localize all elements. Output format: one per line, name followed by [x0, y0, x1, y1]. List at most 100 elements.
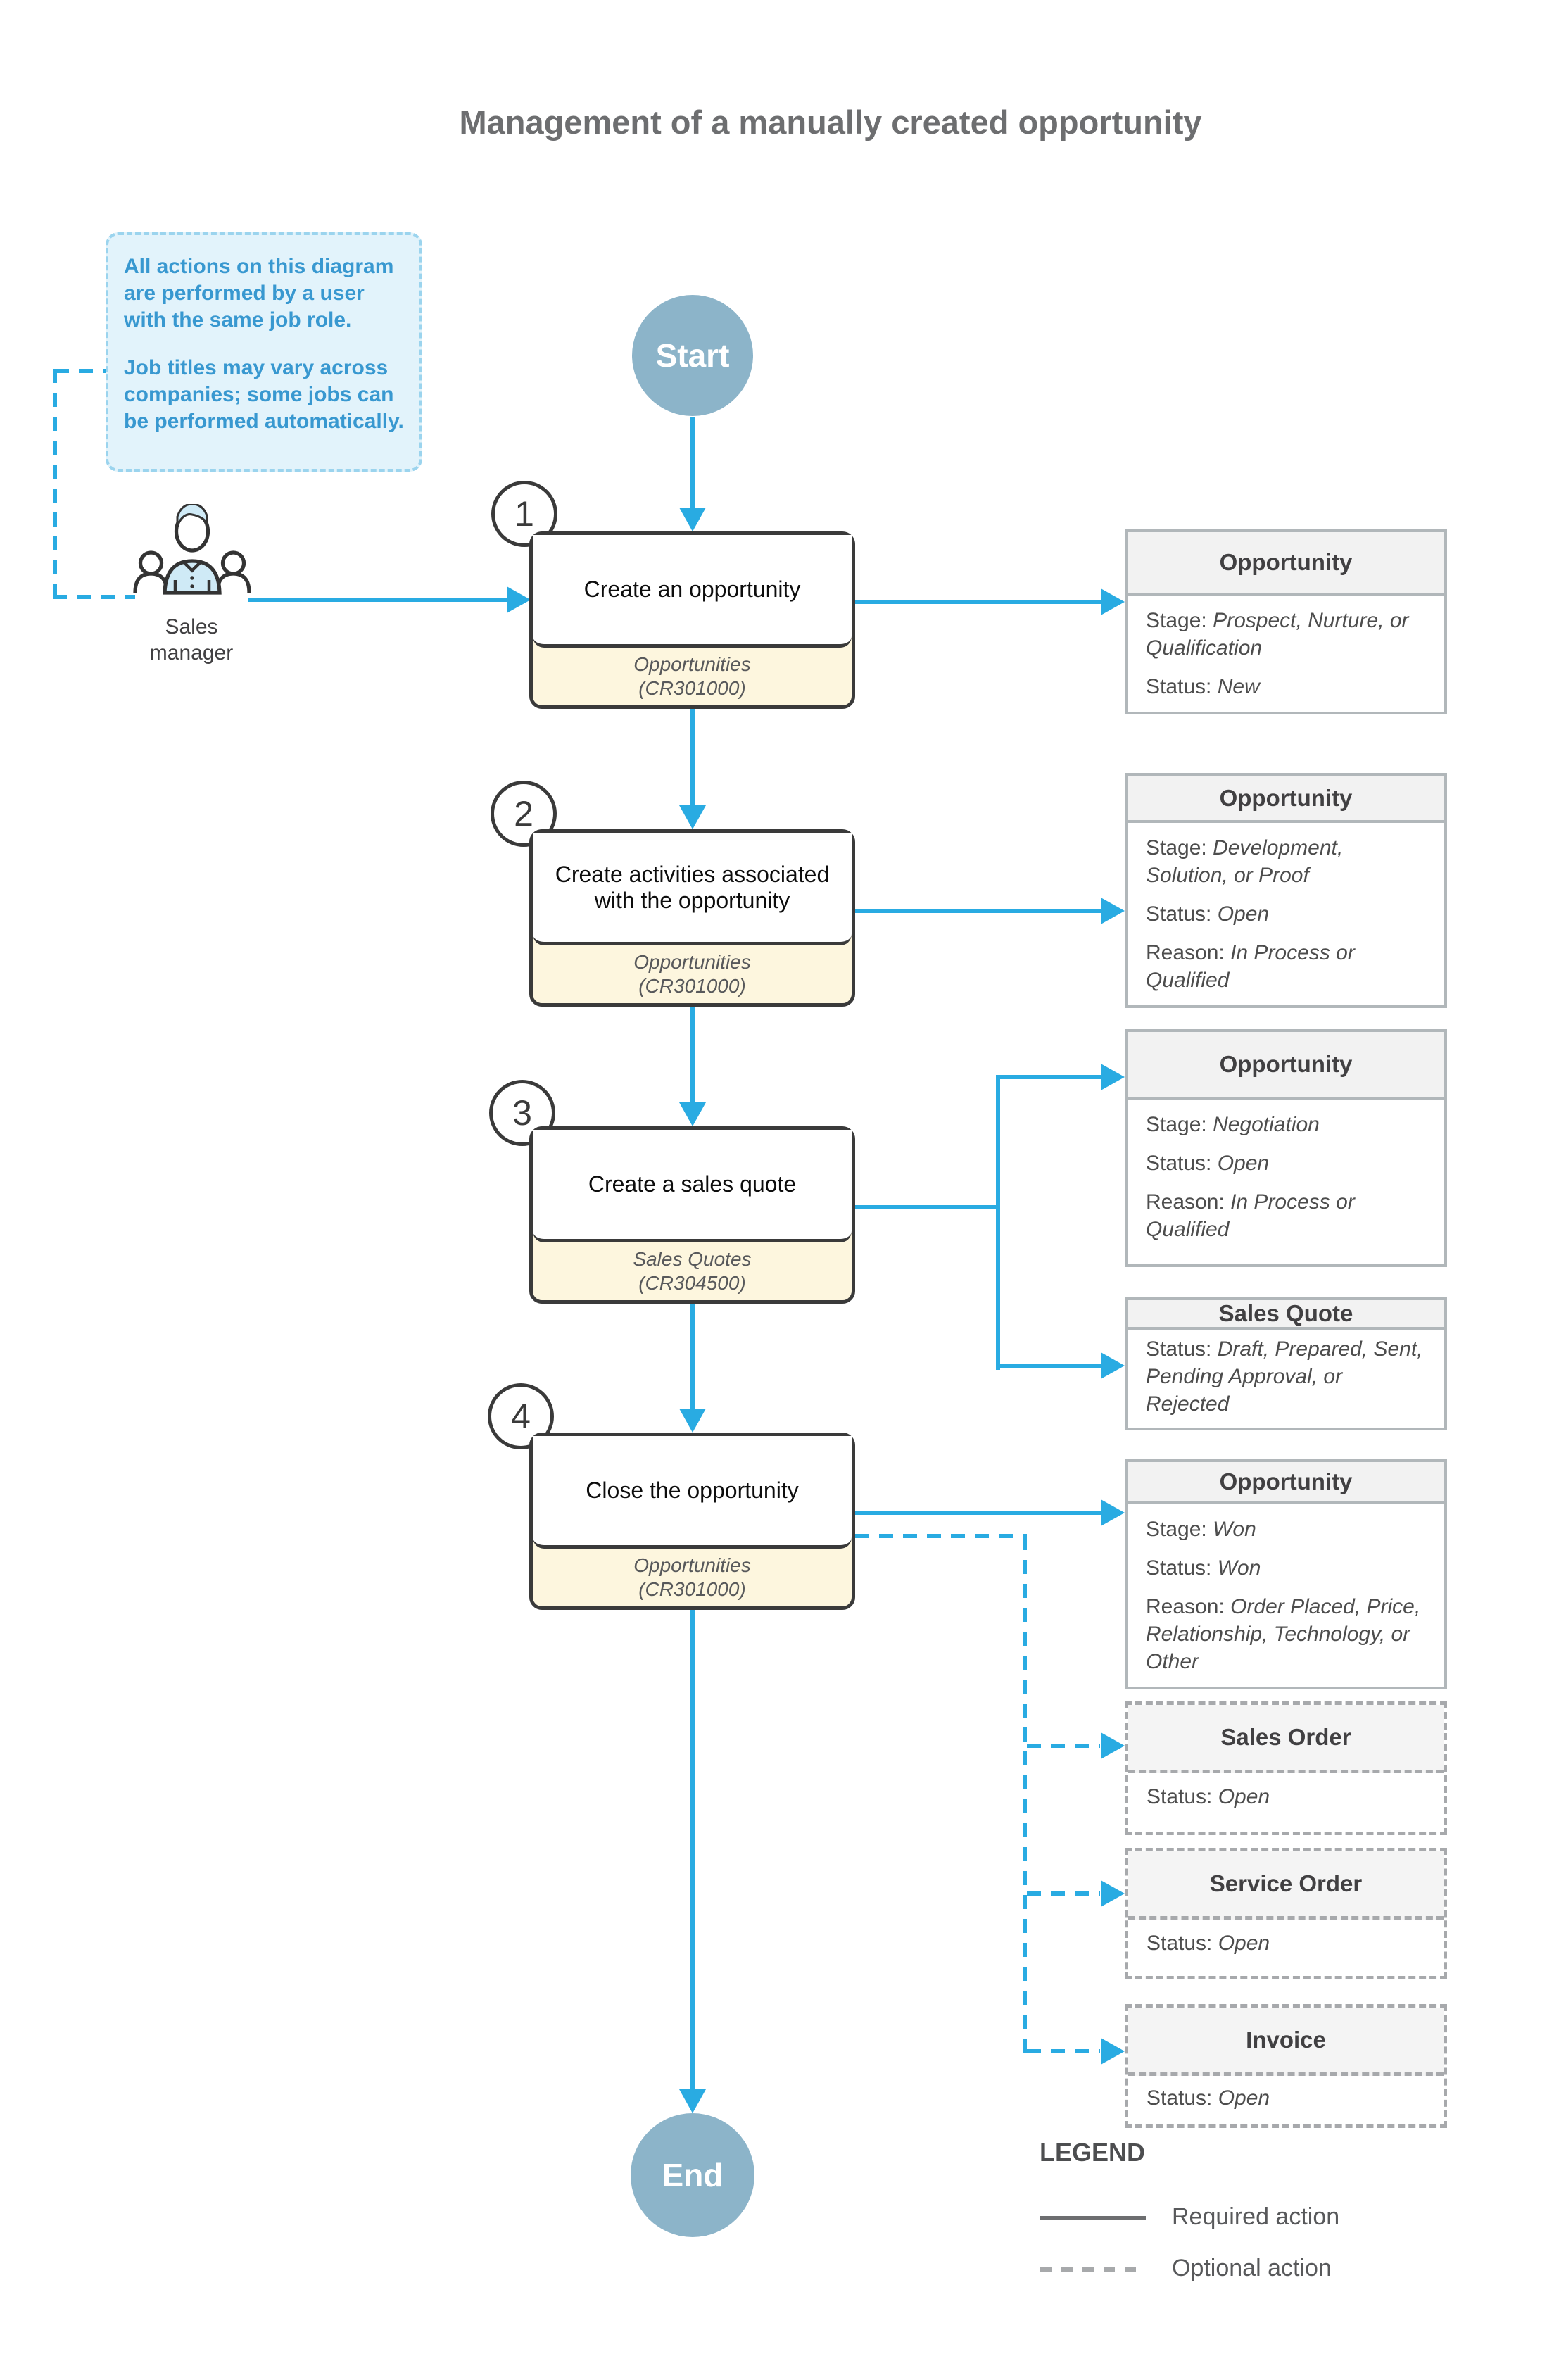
arrow-actor-step1-line: [248, 598, 510, 602]
note-box: All actions on this diagram are performe…: [106, 232, 422, 472]
end-terminal: End: [631, 2113, 754, 2237]
legend-title: LEGEND: [1040, 2138, 1146, 2167]
step-number-4: 4: [488, 1383, 554, 1449]
entity-line: Status: Open: [1146, 1150, 1427, 1177]
arrow-step2-opportunity-head: [1101, 898, 1125, 924]
arrow-step1-opportunity-head: [1101, 588, 1125, 615]
arrow-step4-end-line: [690, 1610, 695, 2091]
legend-optional-label: Optional action: [1172, 2255, 1332, 2281]
start-terminal: Start: [632, 295, 753, 416]
arrow-start-step1-line: [690, 417, 695, 510]
process-create-opportunity-screen: Opportunities (CR301000): [533, 648, 852, 705]
arrow-step4-end-head: [679, 2089, 706, 2113]
note-connector-h1: [55, 369, 106, 373]
arrow-step3-salesquote-line: [998, 1364, 1102, 1368]
arrow-actor-step1-head: [507, 586, 531, 613]
line-label: Stage:: [1146, 1518, 1213, 1541]
screen-name: Opportunities: [633, 951, 751, 973]
line-label: Stage:: [1146, 836, 1213, 860]
entity-sales-quote-title: Sales Quote: [1128, 1300, 1444, 1330]
line-value: Won: [1213, 1518, 1256, 1541]
screen-name: Opportunities: [633, 1554, 751, 1576]
entity-opportunity-step2-title: Opportunity: [1128, 776, 1444, 823]
entity-sales-order-body: Status: Open: [1128, 1773, 1444, 1832]
entity-opportunity-step4-title: Opportunity: [1128, 1462, 1444, 1504]
process-create-opportunity-action: Create an opportunity: [533, 535, 852, 648]
optional-salesorder-head: [1101, 1732, 1125, 1759]
entity-opportunity-step2: Opportunity Stage: Development, Solution…: [1125, 773, 1447, 1008]
process-create-sales-quote-action: Create a sales quote: [533, 1130, 852, 1242]
line-label: Status:: [1146, 902, 1218, 926]
entity-opportunity-step1-title: Opportunity: [1128, 532, 1444, 596]
start-label: Start: [655, 337, 730, 374]
process-create-activities: Create activities associated with the op…: [529, 829, 855, 1007]
line-value: Draft, Prepared, Sent, Pending Approval,…: [1146, 1337, 1423, 1416]
arrow-step3-branch-vertical: [996, 1075, 1000, 1370]
arrow-step3-opportunity-line: [998, 1075, 1102, 1079]
line-value: Won: [1217, 1556, 1261, 1580]
arrow-step4-opportunity-head: [1101, 1499, 1125, 1526]
screen-id: (CR301000): [638, 975, 746, 997]
arrow-step3-branch-stem: [855, 1205, 1000, 1209]
optional-serviceorder-line: [1027, 1891, 1100, 1896]
arrow-step2-step3-head: [679, 1102, 706, 1126]
arrow-step2-step3-line: [690, 1007, 695, 1103]
entity-opportunity-step4-body: Stage: Won Status: Won Reason: Order Pla…: [1128, 1504, 1444, 1687]
arrow-start-step1-head: [679, 508, 706, 531]
process-create-opportunity: Create an opportunity Opportunities (CR3…: [529, 531, 855, 709]
line-label: Status:: [1147, 2086, 1218, 2110]
entity-line: Stage: Negotiation: [1146, 1111, 1427, 1138]
screen-id: (CR301000): [638, 677, 746, 699]
entity-line: Reason: In Process or Qualified: [1146, 1188, 1427, 1243]
end-label: End: [662, 2157, 724, 2193]
arrow-step1-opportunity-line: [855, 600, 1102, 604]
entity-opportunity-step1-body: Stage: Prospect, Nurture, or Qualificati…: [1128, 596, 1444, 712]
arrow-step3-opportunity-head: [1101, 1064, 1125, 1090]
process-close-opportunity: Close the opportunity Opportunities (CR3…: [529, 1433, 855, 1610]
line-value: Open: [1218, 1785, 1270, 1808]
entity-line: Status: Draft, Prepared, Sent, Pending A…: [1146, 1335, 1427, 1418]
process-create-sales-quote-screen: Sales Quotes (CR304500): [533, 1242, 852, 1300]
line-label: Status:: [1146, 1152, 1218, 1175]
entity-line: Stage: Prospect, Nurture, or Qualificati…: [1146, 607, 1427, 662]
optional-serviceorder-head: [1101, 1880, 1125, 1907]
legend-required-line: [1040, 2216, 1146, 2220]
line-value: Development, Solution, or Proof: [1146, 836, 1344, 887]
line-label: Reason:: [1146, 1595, 1231, 1618]
line-value: New: [1217, 675, 1260, 698]
entity-sales-quote: Sales Quote Status: Draft, Prepared, Sen…: [1125, 1297, 1447, 1430]
entity-opportunity-step3: Opportunity Stage: Negotiation Status: O…: [1125, 1029, 1447, 1267]
entity-line: Status: Open: [1147, 1783, 1427, 1811]
note-connector-v: [53, 369, 57, 599]
sales-manager-icon: [133, 504, 251, 595]
line-value: Negotiation: [1213, 1113, 1320, 1136]
line-value: In Process or Qualified: [1146, 941, 1355, 992]
entity-opportunity-step3-body: Stage: Negotiation Status: Open Reason: …: [1128, 1100, 1444, 1264]
entity-invoice: Invoice Status: Open: [1125, 2004, 1447, 2128]
note-paragraph-2: Job titles may vary across companies; so…: [124, 356, 404, 433]
step-number-4-label: 4: [511, 1397, 531, 1436]
line-label: Status:: [1147, 1785, 1218, 1808]
entity-sales-order: Sales Order Status: Open: [1125, 1701, 1447, 1835]
entity-line: Status: Open: [1147, 2084, 1427, 2112]
process-create-activities-screen: Opportunities (CR301000): [533, 945, 852, 1003]
line-value: Order Placed, Price, Relationship, Techn…: [1146, 1595, 1421, 1673]
optional-branch-vertical: [1023, 1536, 1027, 2055]
line-value: Open: [1218, 1932, 1270, 1955]
arrow-step3-salesquote-head: [1101, 1352, 1125, 1379]
step-number-3-label: 3: [512, 1093, 532, 1133]
entity-service-order: Service Order Status: Open: [1125, 1848, 1447, 1979]
optional-invoice-head: [1101, 2038, 1125, 2065]
optional-salesorder-line: [1027, 1744, 1100, 1748]
entity-sales-quote-body: Status: Draft, Prepared, Sent, Pending A…: [1128, 1330, 1444, 1429]
arrow-step4-opportunity-line: [855, 1511, 1102, 1515]
entity-line: Status: Won: [1146, 1554, 1427, 1582]
line-value: Open: [1218, 2086, 1270, 2110]
process-create-activities-action: Create activities associated with the op…: [533, 833, 852, 945]
line-label: Status:: [1146, 1337, 1218, 1361]
legend-optional-line: [1040, 2267, 1146, 2272]
line-value: In Process or Qualified: [1146, 1190, 1355, 1241]
entity-service-order-title: Service Order: [1128, 1851, 1444, 1920]
line-value: Open: [1217, 1152, 1270, 1175]
entity-line: Stage: Development, Solution, or Proof: [1146, 834, 1427, 889]
